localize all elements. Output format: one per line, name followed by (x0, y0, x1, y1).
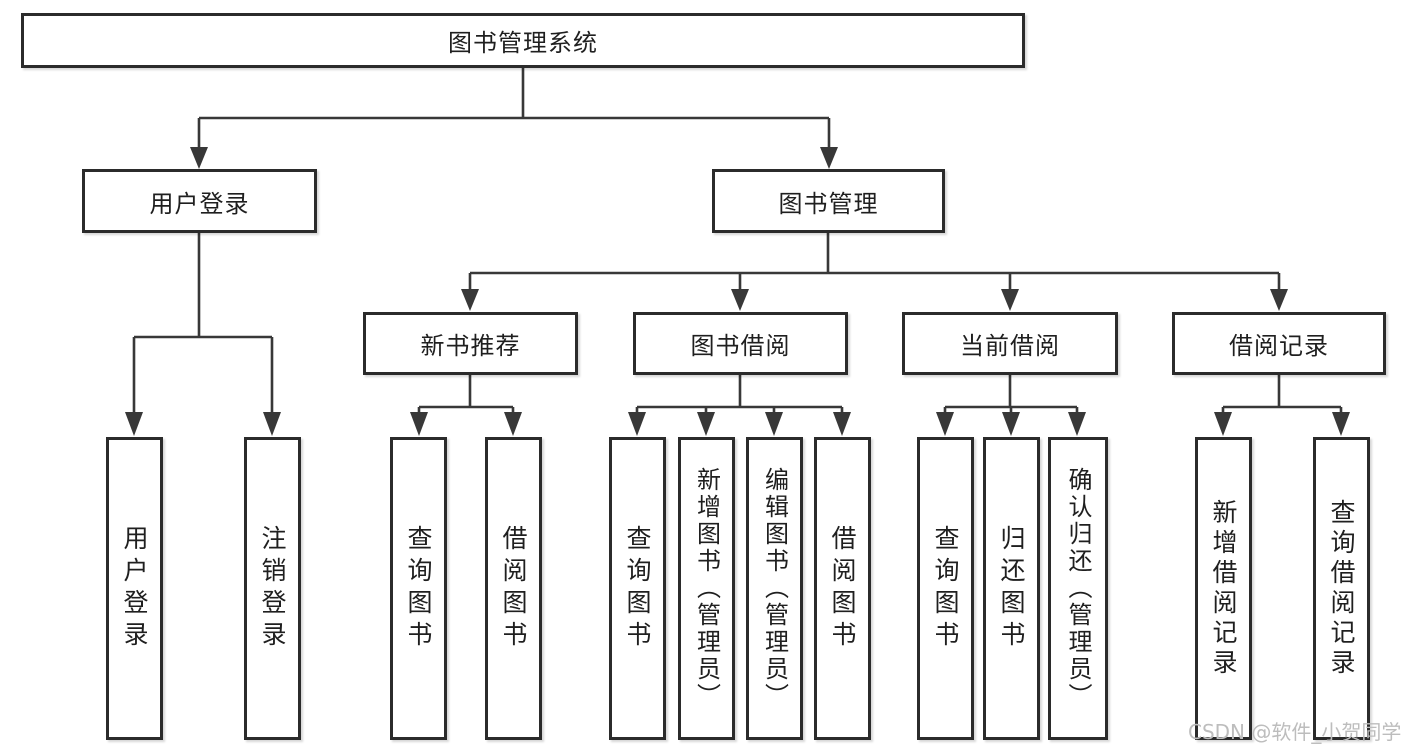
leaf-return-book: 归还图书 (983, 437, 1040, 740)
connector-records-children (1214, 375, 1350, 436)
connector-book-mgmt-to-level3 (461, 233, 1288, 311)
leaf-query-books-current: 查询图书 (917, 437, 974, 740)
leaf-edit-book-admin: 编辑图书（管理员） (746, 437, 803, 740)
node-book-management: 图书管理 (712, 169, 945, 233)
node-borrow-records: 借阅记录 (1172, 312, 1386, 375)
leaf-confirm-return-admin: 确认归还（管理员） (1048, 437, 1108, 740)
leaf-query-borrow-record-label: 查询借阅记录 (1327, 498, 1356, 679)
leaf-borrow-books-label: 借阅图书 (828, 524, 857, 653)
node-book-borrow: 图书借阅 (633, 312, 848, 375)
node-root-label: 图书管理系统 (448, 29, 598, 57)
node-book-borrow-label: 图书借阅 (690, 332, 791, 360)
node-book-management-label: 图书管理 (778, 189, 879, 218)
leaf-query-books-borrow-label: 查询图书 (623, 524, 652, 653)
leaf-user-login: 用户登录 (106, 437, 163, 740)
leaf-borrow-books-recommend-label: 借阅图书 (499, 524, 528, 653)
leaf-add-book-admin-label: 新增图书（管理员） (692, 467, 721, 710)
leaf-query-borrow-record: 查询借阅记录 (1313, 437, 1370, 740)
node-root: 图书管理系统 (21, 13, 1025, 68)
node-new-book-recommend: 新书推荐 (363, 312, 578, 375)
leaf-add-borrow-record: 新增借阅记录 (1195, 437, 1252, 740)
leaf-logout-label: 注销登录 (258, 524, 287, 653)
node-current-borrow: 当前借阅 (902, 312, 1118, 375)
node-new-book-recommend-label: 新书推荐 (420, 332, 521, 360)
connector-recommend-children (410, 375, 522, 436)
leaf-borrow-books: 借阅图书 (814, 437, 871, 740)
leaf-query-books-recommend: 查询图书 (390, 437, 447, 740)
leaf-edit-book-admin-label: 编辑图书（管理员） (760, 467, 789, 710)
connector-root-to-level2 (190, 68, 838, 169)
csdn-watermark: CSDN @软件_小贺同学 (1188, 720, 1402, 744)
leaf-add-book-admin: 新增图书（管理员） (678, 437, 735, 740)
connector-current-children (936, 375, 1086, 436)
leaf-query-books-borrow: 查询图书 (609, 437, 666, 740)
connector-user-login-children (125, 233, 281, 436)
connector-borrow-children (628, 375, 851, 436)
node-borrow-records-label: 借阅记录 (1229, 332, 1329, 360)
leaf-user-login-label: 用户登录 (120, 524, 149, 653)
leaf-confirm-return-admin-label: 确认归还（管理员） (1064, 467, 1092, 710)
leaf-query-books-recommend-label: 查询图书 (404, 524, 433, 653)
node-user-login-label: 用户登录 (149, 189, 250, 218)
leaf-query-books-current-label: 查询图书 (931, 524, 960, 653)
leaf-logout: 注销登录 (244, 437, 301, 740)
node-user-login: 用户登录 (82, 169, 317, 233)
leaf-borrow-books-recommend: 借阅图书 (485, 437, 542, 740)
node-current-borrow-label: 当前借阅 (960, 332, 1060, 360)
leaf-return-book-label: 归还图书 (997, 524, 1026, 653)
leaf-add-borrow-record-label: 新增借阅记录 (1209, 498, 1238, 679)
